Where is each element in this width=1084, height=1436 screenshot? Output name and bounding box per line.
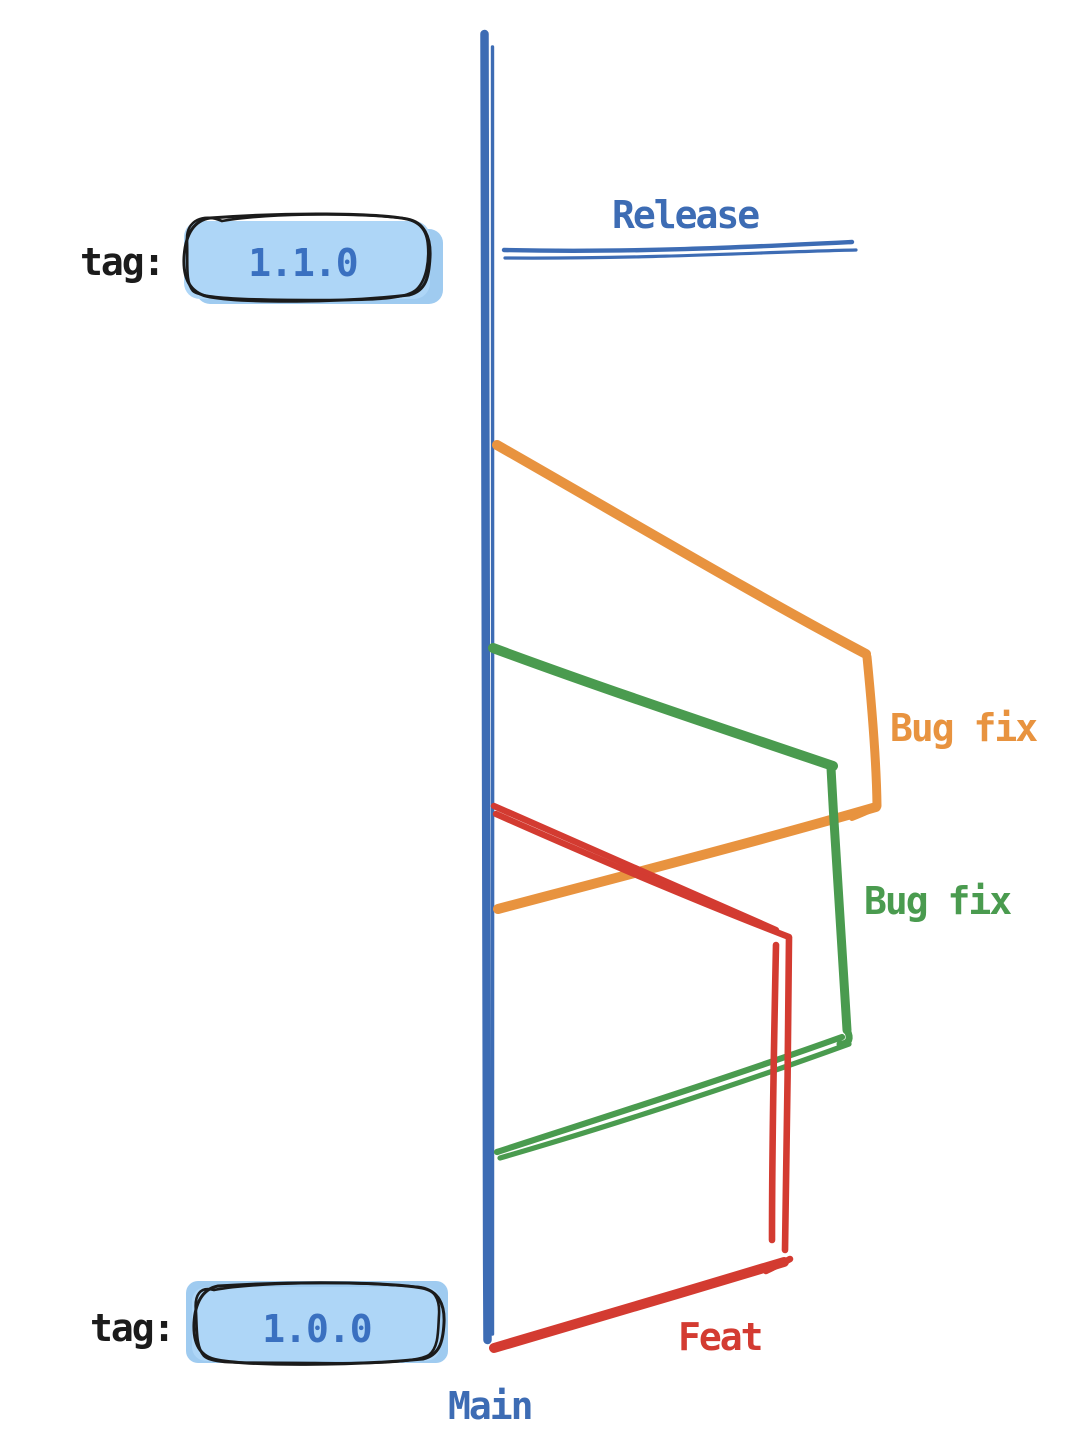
tag-top-label: tag: xyxy=(80,240,164,284)
feat-commit-line xyxy=(768,941,780,1244)
feat-merge-line xyxy=(490,802,780,934)
tag-top-outline-second-pass xyxy=(185,213,430,302)
feat-branch xyxy=(489,802,794,1353)
bugfix-green-commit-line xyxy=(826,763,852,1035)
release-branch xyxy=(501,239,858,260)
bugfix-orange-branchoff-line xyxy=(493,802,881,914)
bugfix-green-branch xyxy=(488,643,853,1161)
bugfix-green-label: Bug fix xyxy=(864,879,1011,923)
bugfix-green-branchoff-second-pass xyxy=(497,1041,852,1161)
tag-top-fill xyxy=(184,221,430,299)
feat-branch-label: Feat xyxy=(678,1315,762,1359)
tag-badge-top: 1.1.0 xyxy=(182,212,443,304)
bugfix-orange-commit-line xyxy=(862,652,882,811)
tag-bottom-value: 1.0.0 xyxy=(262,1307,371,1351)
bugfix-orange-merge-line xyxy=(492,440,871,659)
feat-branchoff-tip xyxy=(762,1255,794,1275)
feat-branchoff-line xyxy=(489,1257,789,1353)
release-branch-line xyxy=(501,239,855,253)
feat-commit-line-second-pass xyxy=(781,934,793,1254)
feat-merge-line-second-pass xyxy=(492,810,793,941)
bugfix-orange-branchoff-tip xyxy=(849,803,881,821)
main-branch xyxy=(480,29,495,1345)
tag-badge-bottom: 1.0.0 xyxy=(186,1281,448,1366)
bugfix-orange-branch xyxy=(492,440,882,914)
main-branch-line xyxy=(480,29,492,1345)
tag-top-value: 1.1.0 xyxy=(248,241,357,285)
tag-bottom-fill xyxy=(192,1287,440,1361)
tag-bottom-label: tag: xyxy=(90,1306,174,1350)
bugfix-orange-label: Bug fix xyxy=(890,706,1037,750)
bugfix-green-merge-line xyxy=(488,643,838,771)
bugfix-green-branchoff-line xyxy=(493,1033,846,1156)
release-branch-line-second-pass xyxy=(503,248,858,260)
release-branch-label: Release xyxy=(612,193,759,237)
tag-bottom-outline-second-pass xyxy=(194,1281,441,1365)
main-branch-label: Main xyxy=(448,1384,532,1428)
